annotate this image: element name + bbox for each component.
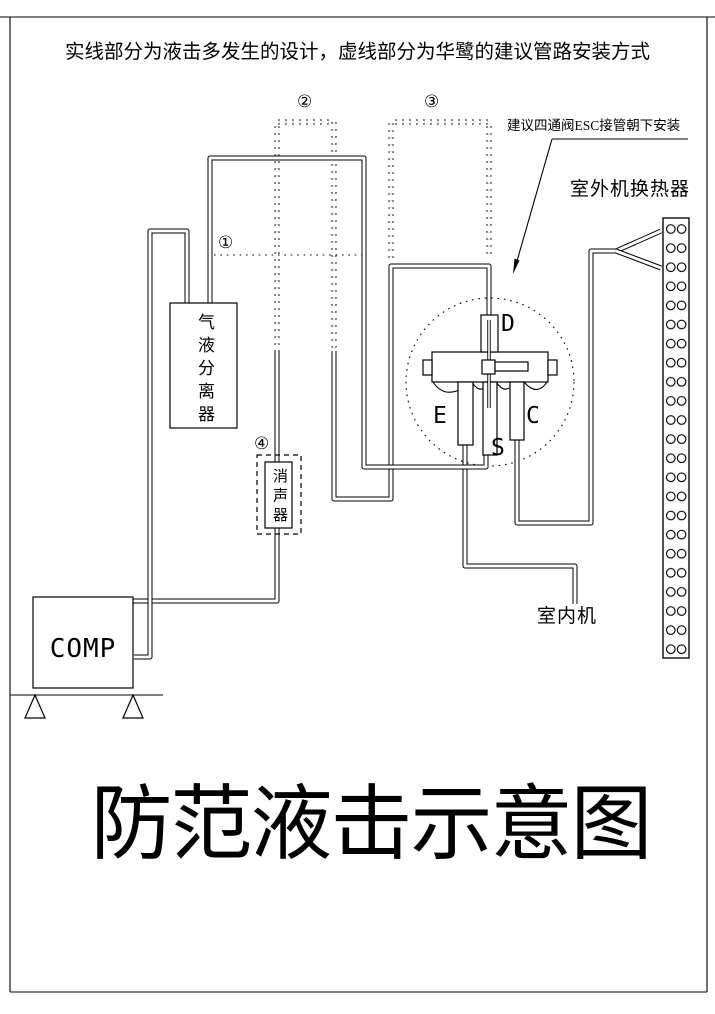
compressor-label: COMP <box>49 634 117 664</box>
pipe-evaporator-to-indoor-unit <box>462 440 578 604</box>
valve-port-c-label: C <box>526 403 540 429</box>
marker-3: ③ <box>424 92 440 112</box>
pipe-discharge-trap <box>331 263 492 502</box>
pipe-separator-to-suction <box>207 155 489 470</box>
marker-4: ④ <box>254 434 270 454</box>
valve-port-d-label: D <box>501 311 515 337</box>
top-note: 实线部分为液击多发生的设计，虚线部分为华鹭的建议管路安装方式 <box>64 42 650 63</box>
sheet-border <box>0 16 715 993</box>
muffler-label: 消声器 <box>271 468 287 527</box>
gas-liquid-separator-box <box>169 302 238 429</box>
valve-detail-circle <box>405 297 575 467</box>
suggested-pipe-loop-3 <box>388 119 492 258</box>
valve-port-e-label: E <box>433 403 447 429</box>
valve-annotation: 建议四通阀ESC接管朝下安装 <box>507 118 681 133</box>
pipe-compressor-to-separator <box>134 228 190 660</box>
marker-2: ② <box>297 92 313 112</box>
annotation-leader-line <box>513 138 688 274</box>
four-way-valve <box>422 314 558 456</box>
pipe-compressor-to-muffler <box>131 350 280 604</box>
gas-liquid-separator-label: 气液分离器 <box>195 313 214 428</box>
marker-1: ① <box>218 233 234 253</box>
drawing-title: 防范液击示意图 <box>90 779 652 870</box>
outdoor-heat-exchanger-coil <box>662 217 690 659</box>
muffler-box <box>256 454 302 535</box>
compressor-box <box>10 596 163 719</box>
indoor-unit-label: 室内机 <box>537 606 598 627</box>
outdoor-heat-exchanger-label: 室外机换热器 <box>570 179 691 200</box>
valve-port-s-label: S <box>491 435 505 461</box>
pipe-condenser-to-coil <box>514 228 663 526</box>
